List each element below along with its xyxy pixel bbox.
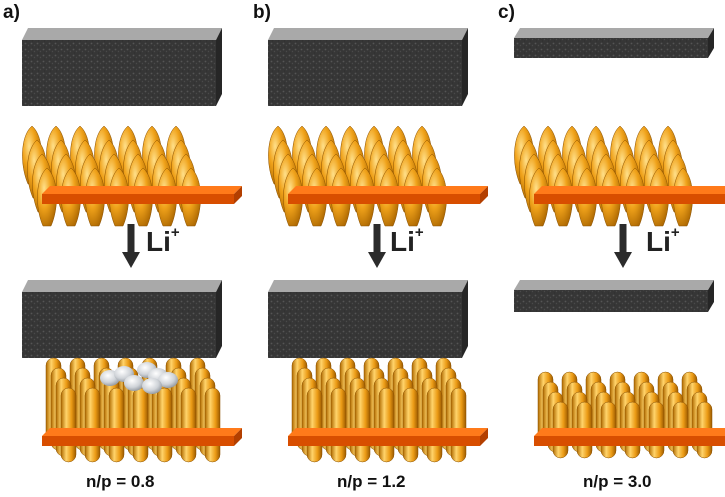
lithium-ion-label-b: Li+ <box>390 223 424 258</box>
lithiated-pillar <box>204 387 221 463</box>
anode-after <box>268 280 468 358</box>
panel-label-b: b) <box>253 2 271 23</box>
ion-symbol: Li <box>390 226 415 257</box>
anode-front-face <box>22 292 216 358</box>
substrate-after <box>288 428 488 446</box>
lithiated-pillar <box>450 387 467 463</box>
panel-c <box>514 28 725 459</box>
lithium-ion-label-c: Li+ <box>646 223 680 258</box>
substrate-front-face <box>288 194 480 204</box>
anode-top-face <box>22 28 222 40</box>
lithiated-pillar <box>426 387 443 463</box>
arrow-shaft <box>373 224 381 254</box>
lithiated-pillar <box>156 387 173 463</box>
anode-after <box>22 280 222 358</box>
np-ratio-label-b: n/p = 1.2 <box>337 472 406 491</box>
substrate-side-face <box>480 428 488 446</box>
pillar-array-before <box>22 125 201 227</box>
lithiation-arrow <box>368 224 386 268</box>
lithium-ion-label-a: Li+ <box>146 223 180 258</box>
anode-top-face <box>514 280 714 290</box>
pillar-array-before <box>514 125 693 227</box>
substrate-side-face <box>234 428 242 446</box>
lithium-deposit <box>158 372 178 388</box>
ion-symbol: Li <box>146 226 171 257</box>
substrate-after <box>534 428 725 446</box>
substrate-before <box>534 186 725 204</box>
substrate-top-face <box>42 186 242 194</box>
lithiated-pillar <box>108 387 125 463</box>
lithiated-pillar <box>60 387 77 463</box>
anode-top-face <box>268 28 468 40</box>
anode-front-face <box>514 38 708 58</box>
pillar-array-before <box>268 125 447 227</box>
anode-before <box>22 28 222 106</box>
lithiated-pillar <box>180 387 197 463</box>
lithiation-arrow <box>122 224 140 268</box>
substrate-side-face <box>480 186 488 204</box>
anode-front-face <box>514 290 708 312</box>
substrate-top-face <box>42 428 242 436</box>
substrate-front-face <box>288 436 480 446</box>
substrate-top-face <box>534 186 725 194</box>
pillar-array-after <box>291 357 467 463</box>
ion-symbol: Li <box>646 226 671 257</box>
substrate-before <box>288 186 488 204</box>
substrate-side-face <box>234 186 242 204</box>
substrate-before <box>42 186 242 204</box>
anode-side-face <box>462 28 468 106</box>
substrate-front-face <box>534 436 725 446</box>
anode-front-face <box>268 292 462 358</box>
arrow-shaft <box>127 224 135 254</box>
ion-charge: + <box>170 223 180 241</box>
substrate-front-face <box>42 194 234 204</box>
anode-side-face <box>708 280 714 312</box>
lithiated-pillar <box>132 387 149 463</box>
anode-top-face <box>22 280 222 292</box>
lithiated-pillar <box>378 387 395 463</box>
lithiated-pillar <box>354 387 371 463</box>
arrow-head <box>122 252 140 268</box>
anode-side-face <box>462 280 468 358</box>
anode-side-face <box>708 28 714 58</box>
substrate-front-face <box>534 194 725 204</box>
panel-a <box>22 28 242 463</box>
anode-after <box>514 280 714 312</box>
lithiated-pillar <box>306 387 323 463</box>
lithiated-pillar <box>84 387 101 463</box>
lithium-deposit <box>142 378 162 394</box>
ion-charge: + <box>414 223 424 241</box>
anode-before <box>514 28 714 58</box>
arrow-head <box>614 252 632 268</box>
substrate-after <box>42 428 242 446</box>
arrow-head <box>368 252 386 268</box>
ion-charge: + <box>670 223 680 241</box>
np-ratio-label-c: n/p = 3.0 <box>583 472 652 491</box>
anode-side-face <box>216 28 222 106</box>
anode-side-face <box>216 280 222 358</box>
anode-front-face <box>268 40 462 106</box>
anode-top-face <box>268 280 468 292</box>
panel-label-a: a) <box>3 2 20 23</box>
lithium-deposits <box>100 362 178 394</box>
lithiated-pillar <box>402 387 419 463</box>
lithiated-pillar <box>330 387 347 463</box>
anode-top-face <box>514 28 714 38</box>
substrate-top-face <box>534 428 725 436</box>
panel-label-c: c) <box>498 2 515 23</box>
panel-b <box>268 28 488 463</box>
lithiation-arrow <box>614 224 632 268</box>
anode-before <box>268 28 468 106</box>
np-ratio-label-a: n/p = 0.8 <box>86 472 155 491</box>
substrate-top-face <box>288 428 488 436</box>
anode-front-face <box>22 40 216 106</box>
lithium-deposit <box>124 375 144 391</box>
arrow-shaft <box>619 224 627 254</box>
substrate-front-face <box>42 436 234 446</box>
substrate-top-face <box>288 186 488 194</box>
